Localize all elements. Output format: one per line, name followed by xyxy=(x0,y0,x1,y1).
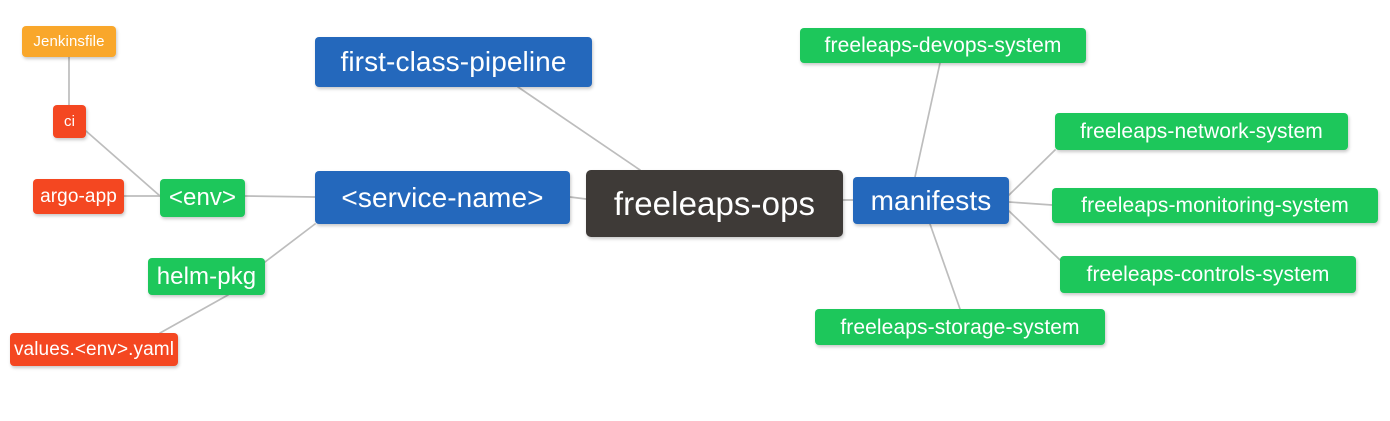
edge-manifests-to-monitoring xyxy=(1008,201,1053,206)
node-label-devops: freeleaps-devops-system xyxy=(824,34,1062,57)
node-label-ci: ci xyxy=(63,113,76,130)
node-label-jenkinsfile: Jenkinsfile xyxy=(33,33,105,50)
node-label-service-name: <service-name> xyxy=(341,181,544,213)
node-controls[interactable]: freeleaps-controls-system xyxy=(1060,256,1356,293)
edge-values-yaml-to-helm-pkg xyxy=(159,294,229,334)
edge-service-name-to-root xyxy=(569,196,587,200)
edge-manifests-to-storage xyxy=(929,223,961,310)
node-label-storage: freeleaps-storage-system xyxy=(840,315,1080,339)
node-storage[interactable]: freeleaps-storage-system xyxy=(815,309,1105,345)
node-env[interactable]: <env> xyxy=(160,179,245,217)
node-ci[interactable]: ci xyxy=(53,105,86,138)
node-label-controls: freeleaps-controls-system xyxy=(1086,263,1330,286)
node-helm-pkg[interactable]: helm-pkg xyxy=(148,258,265,295)
node-root[interactable]: freeleaps-ops xyxy=(586,170,843,237)
node-values-yaml[interactable]: values.<env>.yaml xyxy=(10,333,178,366)
node-jenkinsfile[interactable]: Jenkinsfile xyxy=(22,26,116,57)
edge-manifests-to-network xyxy=(1008,149,1056,196)
node-label-root: freeleaps-ops xyxy=(613,185,816,222)
node-label-network: freeleaps-network-system xyxy=(1080,120,1323,143)
node-manifests[interactable]: manifests xyxy=(853,177,1009,224)
node-monitoring[interactable]: freeleaps-monitoring-system xyxy=(1052,188,1378,223)
node-pipeline[interactable]: first-class-pipeline xyxy=(315,37,592,87)
edge-helm-pkg-to-service-name xyxy=(264,223,316,263)
node-label-argo-app: argo-app xyxy=(40,186,117,207)
node-label-monitoring: freeleaps-monitoring-system xyxy=(1081,194,1349,217)
edge-manifests-to-devops xyxy=(914,62,941,178)
node-label-pipeline: first-class-pipeline xyxy=(340,46,567,77)
node-label-manifests: manifests xyxy=(870,184,992,216)
node-service-name[interactable]: <service-name> xyxy=(315,171,570,224)
edge-env-to-service-name xyxy=(244,195,316,198)
node-label-helm-pkg: helm-pkg xyxy=(156,262,257,290)
node-label-env: <env> xyxy=(168,184,237,211)
node-label-values-yaml: values.<env>.yaml xyxy=(13,339,175,360)
node-devops[interactable]: freeleaps-devops-system xyxy=(800,28,1086,63)
node-argo-app[interactable]: argo-app xyxy=(33,179,124,214)
edge-pipeline-to-root xyxy=(517,86,641,171)
node-network[interactable]: freeleaps-network-system xyxy=(1055,113,1348,150)
